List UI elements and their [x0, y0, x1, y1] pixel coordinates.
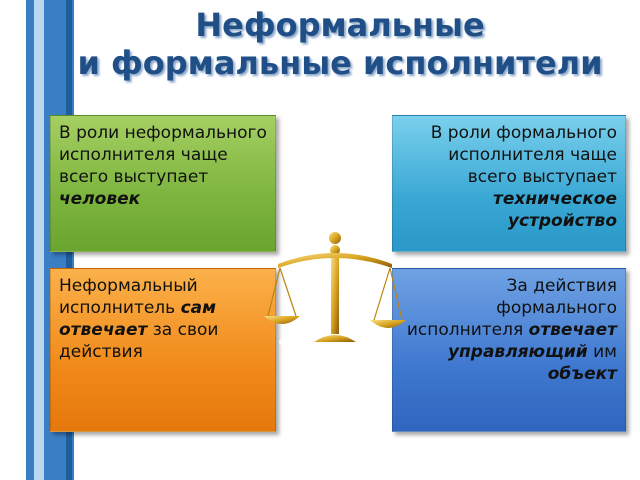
- formal-resp-text-mid: им: [593, 342, 617, 362]
- slide-title-line2: и формальные исполнители: [77, 44, 603, 82]
- formal-resp-bold2: объект: [547, 364, 617, 384]
- formal-role-bold: техническое устройство: [492, 189, 617, 231]
- informal-resp-text-after: за свои действия: [59, 320, 219, 362]
- informal-role-text: В роли неформального исполнителя чаще вс…: [59, 123, 267, 187]
- formal-resp-bold1: отвечает управляющий: [447, 320, 617, 362]
- informal-role-bold: человек: [59, 189, 141, 209]
- informal-executor-role-card: В роли неформального исполнителя чаще вс…: [50, 115, 276, 252]
- slide-title: Неформальные и формальные исполнители: [40, 6, 640, 82]
- formal-executor-role-card: В роли формального исполнителя чаще всег…: [392, 115, 626, 252]
- informal-resp-text-before: Неформальный исполнитель: [59, 276, 198, 318]
- formal-role-text: В роли формального исполнителя чаще всег…: [430, 123, 617, 187]
- left-accent-stripe-light: [34, 0, 44, 480]
- formal-resp-text-before: За действия формального исполнителя: [406, 276, 617, 340]
- formal-responsibility-card: За действия формального исполнителя отве…: [392, 268, 626, 432]
- informal-resp-bold: сам отвечает: [59, 298, 217, 340]
- slide-title-line1: Неформальные: [195, 6, 485, 44]
- scales-icon: [264, 232, 406, 352]
- informal-responsibility-card: Неформальный исполнитель сам отвечает за…: [50, 268, 276, 432]
